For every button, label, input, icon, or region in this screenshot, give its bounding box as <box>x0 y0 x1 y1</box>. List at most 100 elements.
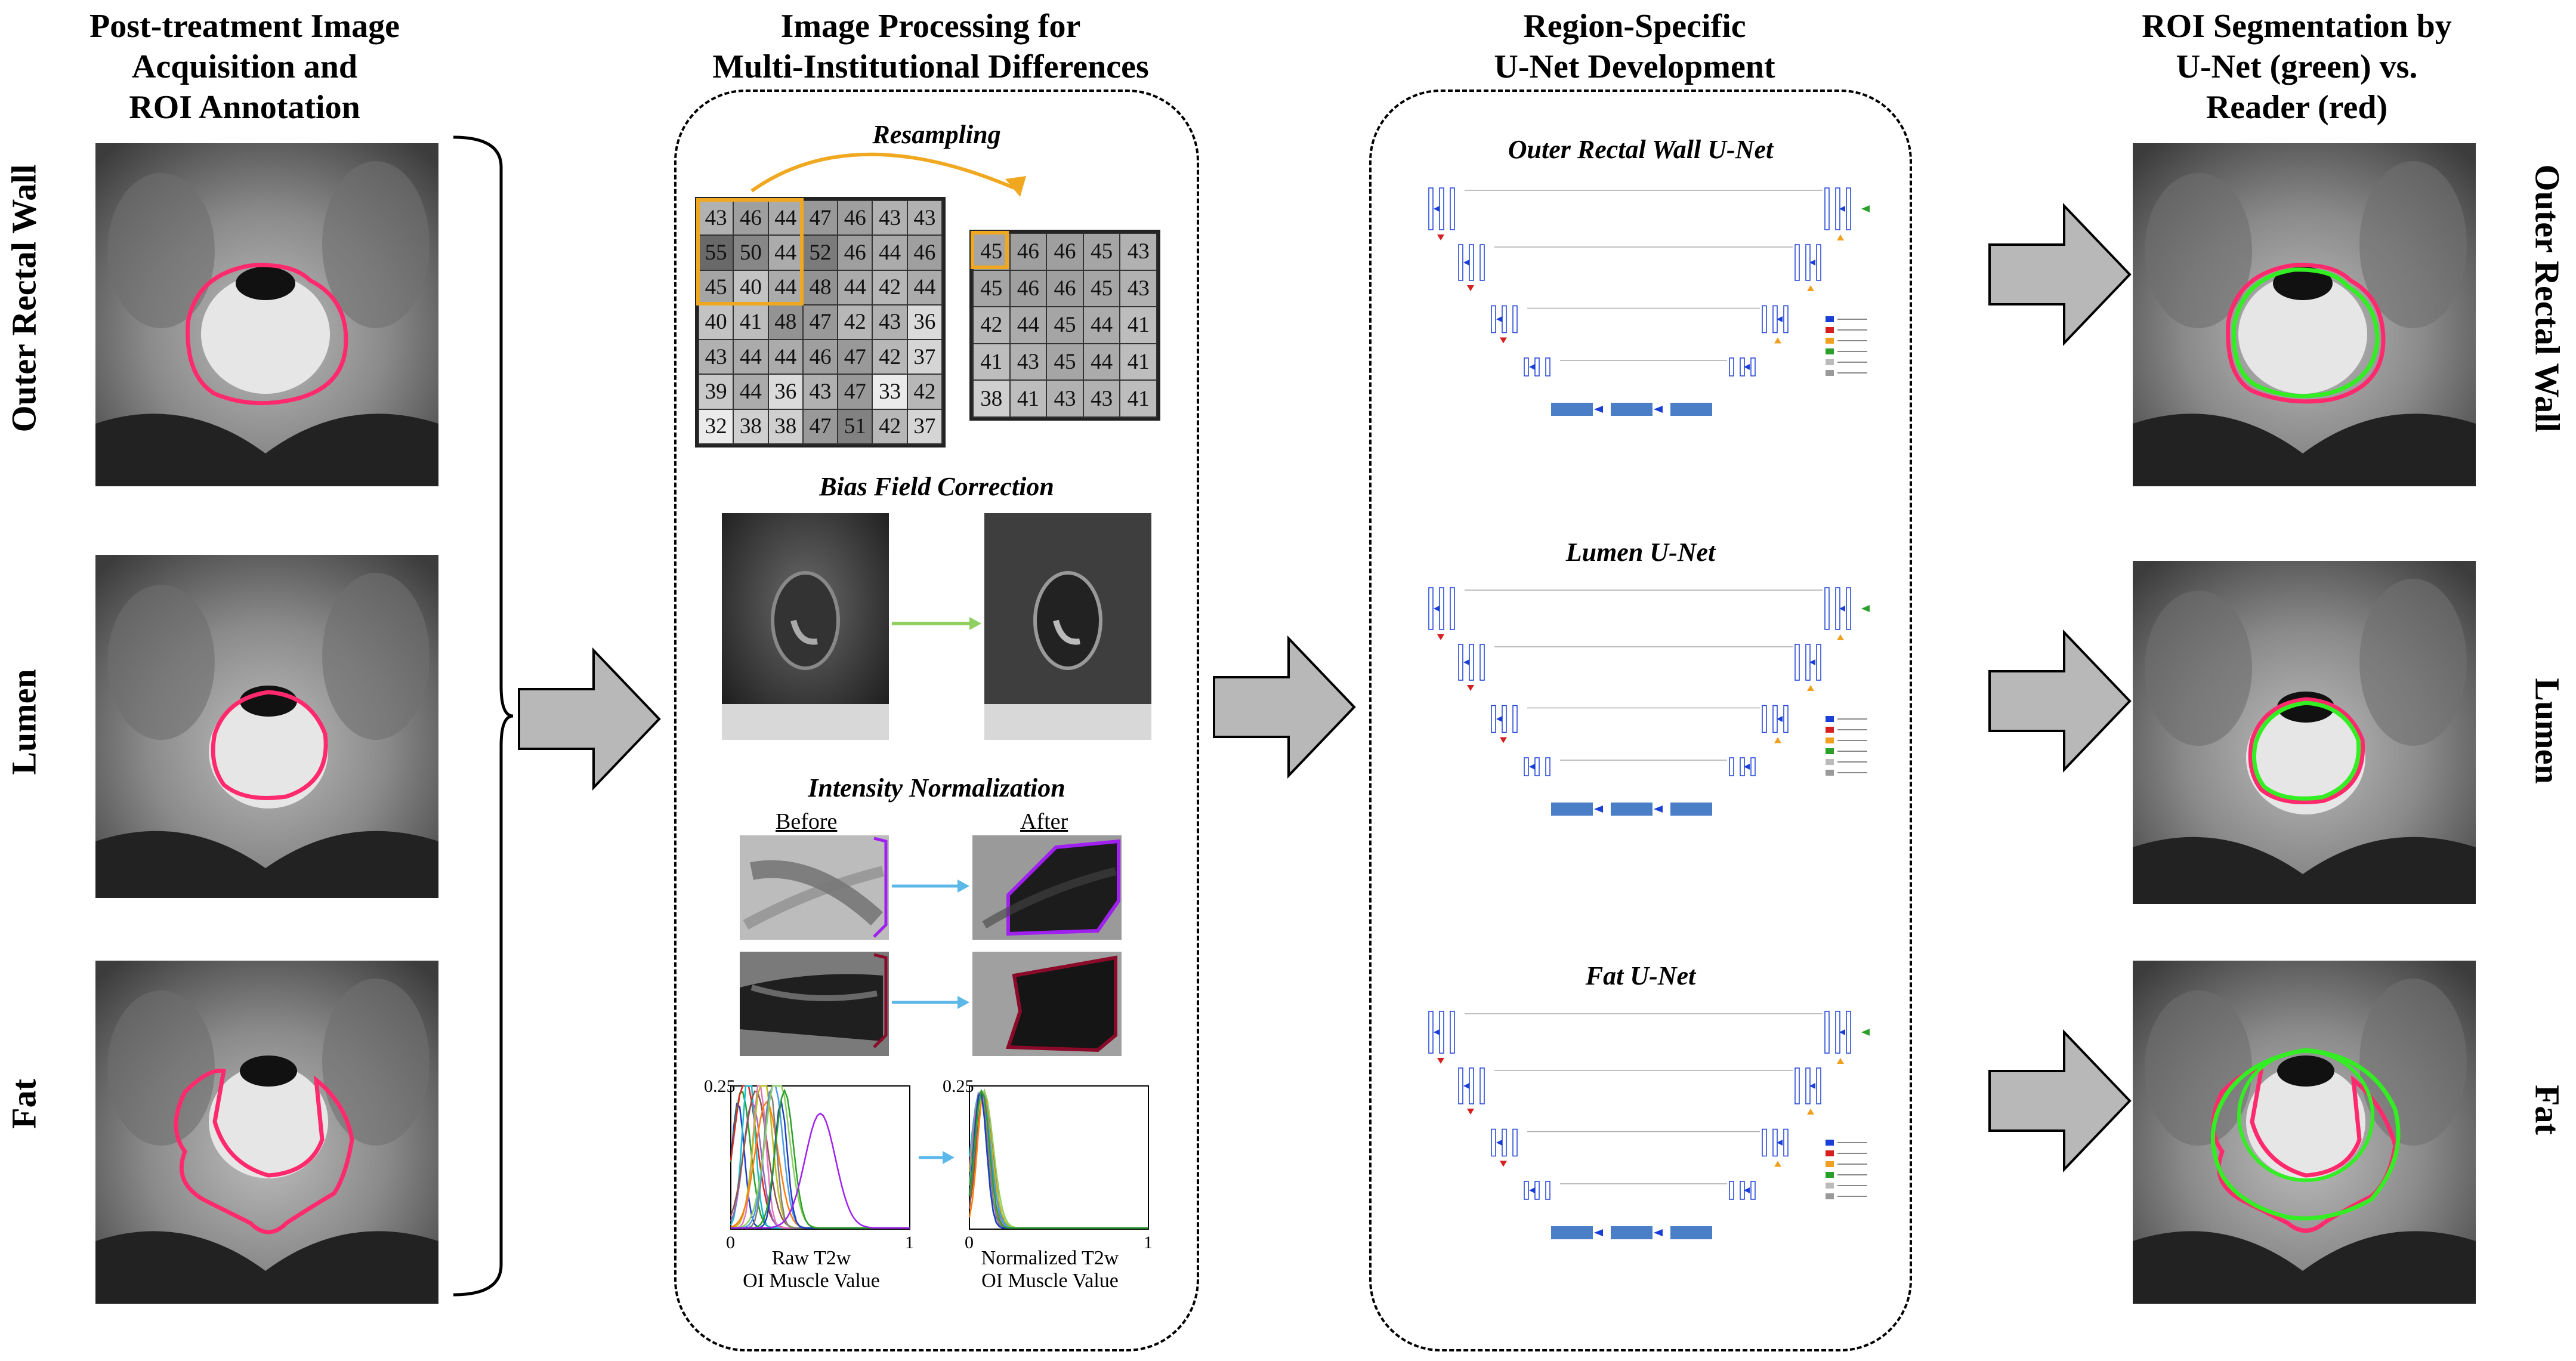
arrow-to-seg-fat <box>1988 1029 2132 1172</box>
feature-map <box>1450 1011 1455 1054</box>
arrow-to-seg-lumen <box>1988 629 2132 773</box>
pixel-cell: 45 <box>1047 344 1083 380</box>
feature-map <box>1545 1181 1550 1200</box>
conv-arrow <box>1434 1029 1440 1035</box>
legend-swatch <box>1826 1172 1834 1178</box>
conv-arrow <box>1529 1187 1535 1193</box>
pixel-cell: 42 <box>873 270 907 304</box>
sampling-window-highlight <box>696 198 804 305</box>
conv-arrow <box>1654 806 1663 813</box>
conv-arrow <box>1463 1083 1469 1089</box>
pixel-cell: 43 <box>873 305 907 340</box>
pixel-cell: 42 <box>838 305 872 340</box>
pixel-cell: 52 <box>803 236 838 270</box>
feature-map <box>1783 305 1789 334</box>
bottleneck-block <box>1611 1226 1653 1239</box>
feature-map <box>1794 244 1800 281</box>
pool-arrow <box>1437 634 1444 640</box>
axis-label-line: OI Muscle Value <box>743 1270 880 1292</box>
title-line: Post-treatment Image <box>89 8 400 45</box>
pixel-cell: 39 <box>699 375 733 409</box>
conv-arrow <box>1744 764 1750 770</box>
unet-title-outer: Outer Rectal Wall U-Net <box>1508 135 1774 164</box>
feature-map <box>1545 757 1550 776</box>
feature-map <box>1524 757 1529 776</box>
pool-arrow <box>1467 285 1474 291</box>
pool-arrow <box>1437 1058 1444 1064</box>
pixel-cell: 32 <box>699 409 733 443</box>
pixel-cell: 40 <box>734 270 768 304</box>
legend-swatch <box>1826 316 1834 322</box>
bottleneck-block <box>1670 403 1712 416</box>
feature-map <box>1846 587 1851 630</box>
feature-map <box>1512 705 1518 733</box>
legend-swatch <box>1826 338 1834 344</box>
unet-diagram-fat <box>1428 1011 1870 1239</box>
arrow-to-seg-outer <box>1988 203 2132 346</box>
pixel-cell: 43 <box>907 201 941 235</box>
conv-arrow <box>1654 406 1663 413</box>
mri-fat-comparison <box>2133 961 2476 1304</box>
feature-map <box>1824 1011 1830 1054</box>
title-line: U-Net Development <box>1494 48 1775 85</box>
pixel-cell: 40 <box>699 305 733 340</box>
feature-map <box>1491 305 1496 334</box>
output-arrow <box>1861 605 1870 612</box>
pixel-cell: 44 <box>838 270 872 304</box>
pixel-cell: 47 <box>803 409 838 443</box>
conv-arrow <box>1839 206 1845 212</box>
pixel-cell: 44 <box>734 340 768 374</box>
mri-outer-wall-reader <box>95 143 438 486</box>
title-line: ROI Annotation <box>129 89 360 126</box>
pixel-cell: 46 <box>803 340 838 374</box>
histogram-curve <box>968 1088 1148 1229</box>
feature-map <box>1846 187 1851 230</box>
unet-title-lumen: Lumen U-Net <box>1565 538 1716 567</box>
pixel-cell: 42 <box>873 409 907 443</box>
feature-map <box>1816 1067 1821 1104</box>
pixel-cell: 44 <box>1083 344 1120 380</box>
title-line: ROI Segmentation by <box>2142 8 2452 45</box>
pixel-cell: 44 <box>907 270 941 304</box>
feature-map <box>1805 1067 1811 1104</box>
axis-label-line: OI Muscle Value <box>981 1270 1119 1292</box>
unet-panel <box>1369 90 1912 1351</box>
pixel-cell: 43 <box>1047 381 1083 416</box>
feature-map <box>1846 1011 1851 1054</box>
feature-map <box>1458 644 1463 681</box>
pixel-cell: 42 <box>907 375 941 409</box>
pixel-cell: 47 <box>803 201 838 235</box>
title-segmentation: ROI Segmentation by U-Net (green) vs. Re… <box>2088 6 2506 128</box>
y-tick-label: 0.25 <box>943 1076 974 1096</box>
pool-arrow <box>1467 685 1474 691</box>
upconv-arrow <box>1807 685 1814 691</box>
feature-map <box>1524 1181 1529 1200</box>
pixel-cell: 41 <box>734 305 768 340</box>
feature-map <box>1502 305 1507 334</box>
feature-map <box>1428 187 1434 230</box>
feature-map <box>1835 1011 1840 1054</box>
conv-arrow <box>1839 606 1845 612</box>
conv-arrow <box>1434 606 1440 612</box>
output-arrow <box>1861 205 1870 212</box>
feature-map <box>1729 1181 1734 1200</box>
legend-swatch <box>1826 348 1834 354</box>
conv-arrow <box>1809 1083 1815 1089</box>
legend-swatch <box>1826 1150 1834 1156</box>
pixel-cell: 46 <box>838 236 872 270</box>
pixel-cell: 43 <box>873 201 907 235</box>
pixel-cell: 42 <box>873 340 907 374</box>
pixel-cell: 55 <box>699 236 733 270</box>
conv-arrow <box>1809 260 1815 266</box>
feature-map <box>1783 1128 1789 1157</box>
upconv-arrow <box>1837 1058 1844 1064</box>
upconv-arrow <box>1774 337 1781 344</box>
pixel-cell: 45 <box>699 270 733 304</box>
feature-map <box>1534 757 1540 776</box>
pixel-cell: 43 <box>699 340 733 374</box>
pixel-cell: 37 <box>907 340 941 374</box>
feature-map <box>1469 644 1474 681</box>
